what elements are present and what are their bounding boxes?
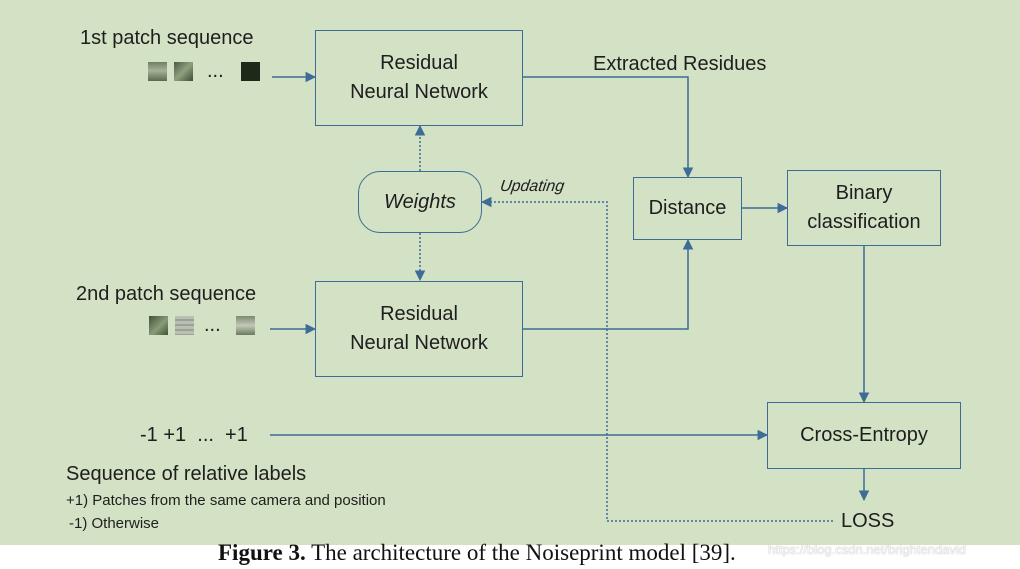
seq1-ellipsis: ... [207, 60, 224, 82]
figure-caption: Figure 3. The architecture of the Noisep… [0, 540, 1020, 569]
patch-thumb [149, 316, 168, 335]
caption-text: The architecture of the Noiseprint model… [305, 540, 736, 565]
patch-thumb [241, 62, 260, 81]
arrow-rnn-bottom-to-distance [523, 238, 694, 330]
loss-label: LOSS [841, 510, 895, 532]
watermark: https://blog.csdn.net/brightendavid [768, 542, 967, 557]
seq2-ellipsis: ... [204, 314, 221, 336]
patch-thumb [236, 316, 255, 335]
distance-label: Distance [648, 197, 727, 219]
arrow-rnn-top-to-distance [523, 76, 694, 179]
rnn-top-line2: Neural Network [350, 81, 488, 103]
connector-layer [270, 71, 870, 522]
relative-label-sequence: -1 +1 ... +1 [140, 424, 248, 446]
legend-positive: +1) Patches from the same camera and pos… [66, 492, 386, 509]
extracted-residues-label: Extracted Residues [593, 53, 767, 75]
weights-label: Weights [384, 190, 456, 213]
seq1-label: 1st patch sequence [80, 27, 254, 49]
cross-entropy-label: Cross-Entropy [800, 424, 928, 446]
rnn-top-line1: Residual [380, 52, 458, 74]
binary-line2: classification [807, 211, 921, 233]
cross-entropy-box: Cross-Entropy [767, 402, 961, 469]
rnn-bottom-line1: Residual [380, 303, 458, 325]
rnn-bottom-line2: Neural Network [350, 332, 488, 354]
legend-negative: -1) Otherwise [69, 515, 160, 532]
weights-box: Weights [358, 171, 482, 233]
patch-thumb [174, 62, 193, 81]
patch-thumb [175, 316, 194, 335]
updating-label: Updating [498, 178, 566, 195]
diagram-canvas: 1st patch sequence ... 2nd patch sequenc… [0, 0, 1020, 545]
arrow-loss-updating-weights [480, 196, 833, 522]
binary-classification-box: Binary classification [787, 170, 941, 246]
distance-box: Distance [633, 177, 742, 240]
sequence-relative-heading: Sequence of relative labels [66, 463, 307, 485]
caption-bold: Figure 3. [218, 540, 306, 565]
patch-thumb [148, 62, 167, 81]
binary-line1: Binary [835, 182, 893, 204]
seq2-label: 2nd patch sequence [76, 283, 257, 305]
